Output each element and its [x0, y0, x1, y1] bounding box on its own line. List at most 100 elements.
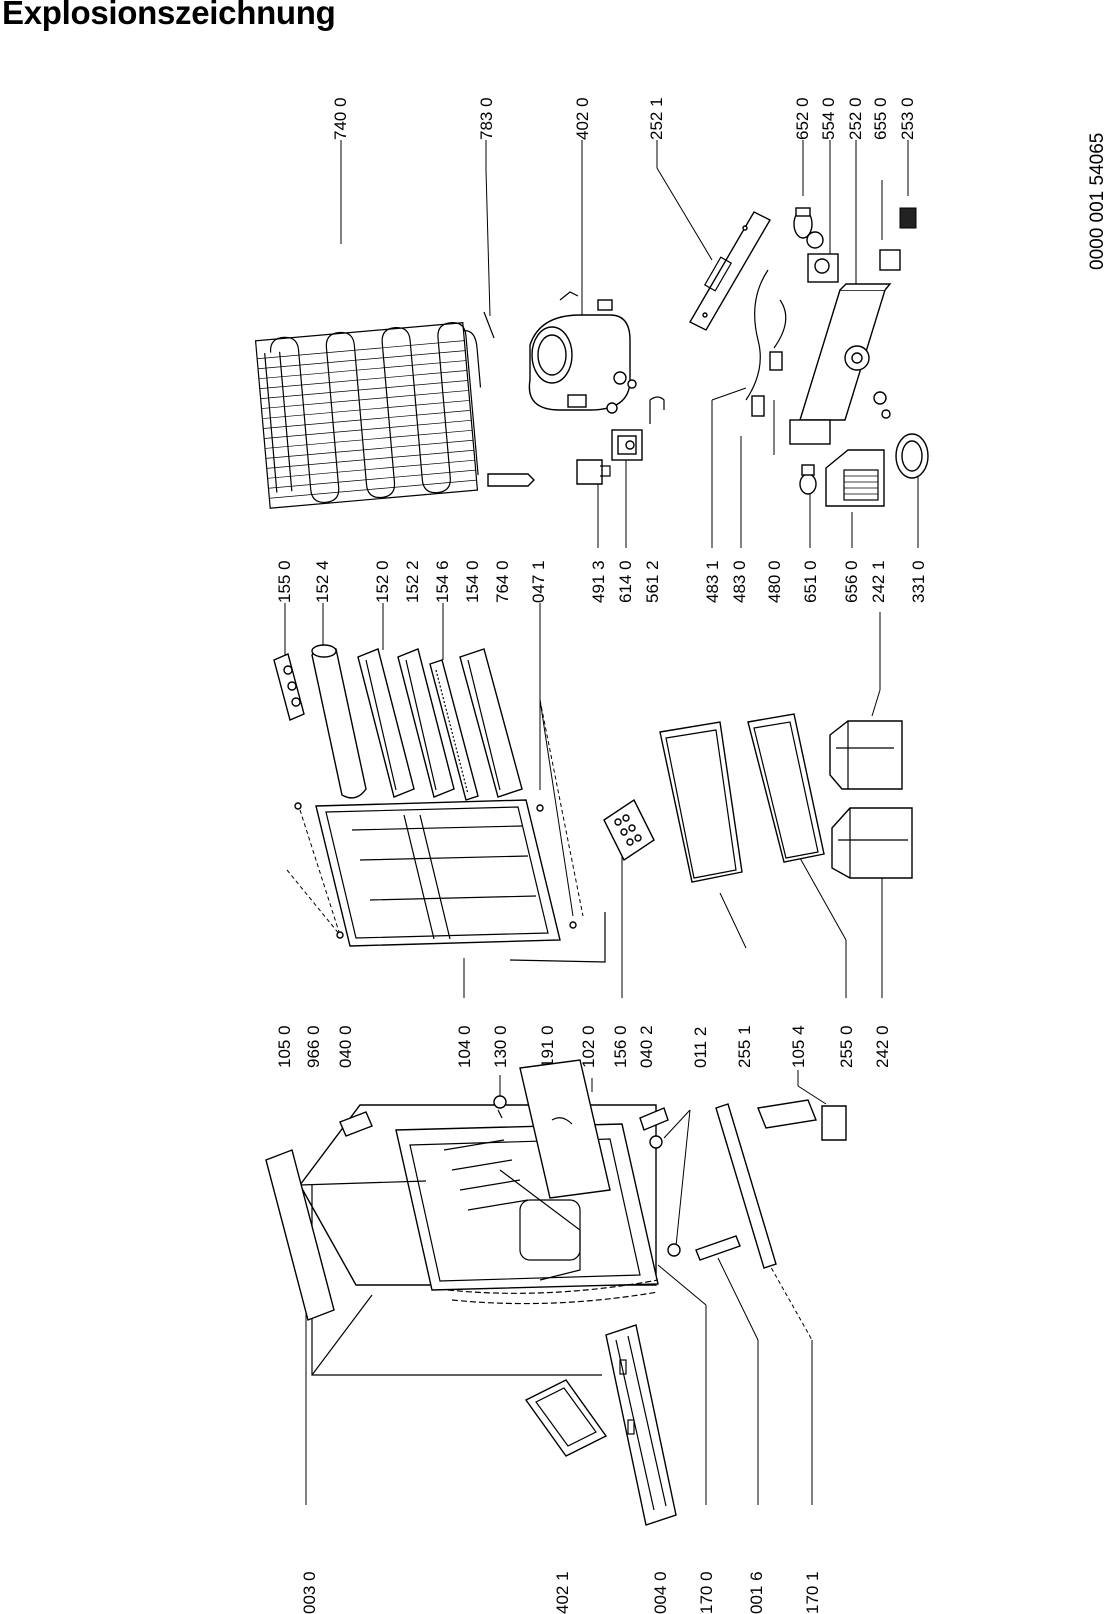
part-number-label: 480 0: [765, 560, 784, 603]
door-shelf: [357, 648, 415, 798]
hinge: [339, 1111, 373, 1137]
switch-part: [879, 249, 901, 271]
part-number-label: 152 2: [403, 560, 422, 603]
document-number: 0000 001 54065: [1087, 133, 1108, 270]
part-number-label: 252 1: [647, 97, 666, 140]
cabinet-body: [299, 1104, 659, 1376]
door-shelf: [459, 648, 523, 798]
page-title: Explosionszeichnung: [2, 0, 336, 31]
hinge: [639, 1107, 669, 1131]
relay-cover: [576, 459, 611, 485]
part-number-label: 255 0: [837, 1025, 856, 1068]
compressor: [528, 291, 665, 424]
lamp-cover: [825, 449, 885, 507]
screw: [569, 921, 577, 929]
part-number-label: 652 0: [793, 97, 812, 140]
bottle-shelf: [311, 644, 367, 799]
shelf-rail: [429, 659, 479, 801]
part-number-label: 105 0: [275, 1025, 294, 1068]
light-bulb: [799, 464, 817, 495]
part-number-label: 102 0: [579, 1025, 598, 1068]
part-number-label: 001 6: [747, 1571, 766, 1614]
part-number-label: 155 0: [275, 560, 294, 603]
door-gasket: [509, 912, 606, 963]
wiring-harness: [745, 269, 787, 417]
part-number-label: 154 6: [433, 560, 452, 603]
part-number-label: 764 0: [493, 560, 512, 603]
hinge-bracket: [757, 1099, 847, 1141]
cabinet-seal: [447, 1279, 659, 1294]
nut: [873, 391, 887, 405]
part-number-label: 252 0: [846, 97, 865, 140]
part-number-label: 331 0: [909, 560, 928, 603]
cover-plate: [689, 211, 771, 331]
part-number-label: 040 0: [336, 1025, 355, 1068]
part-number-label: 003 0: [300, 1571, 319, 1614]
adjustable-foot: [649, 1135, 663, 1149]
glass-shelf: [747, 713, 825, 863]
part-number-label: 130 0: [491, 1025, 510, 1068]
door-shelf: [397, 648, 455, 798]
lower-hinge: [695, 1235, 741, 1261]
screw: [536, 804, 544, 812]
leader-lines: [284, 140, 919, 1505]
small-clip: [493, 1095, 507, 1119]
part-number-label: 561 2: [643, 560, 662, 603]
part-number-label: 783 0: [477, 97, 496, 140]
base-rail: [605, 1324, 677, 1526]
part-number-label: 004 0: [651, 1571, 670, 1614]
part-number-label: 242 0: [873, 1025, 892, 1068]
part-number-label: 402 1: [553, 1571, 572, 1614]
part-number-label: 047 1: [529, 560, 548, 603]
ice-cube-tray: [603, 798, 655, 862]
crisper-drawer: [829, 720, 903, 790]
part-number-label: 191 0: [538, 1025, 557, 1068]
screw: [336, 931, 344, 939]
ventilation-grille: [524, 1379, 608, 1457]
part-number-label: 402 0: [573, 97, 592, 140]
capillary-tube: [483, 311, 495, 339]
part-number-label: 483 1: [703, 560, 722, 603]
part-number-label: 651 0: [801, 560, 820, 603]
trim-strip: [715, 1103, 777, 1269]
part-number-label: 104 0: [455, 1025, 474, 1068]
freezer-flap: [519, 1059, 611, 1199]
glass-shelf: [659, 721, 743, 883]
part-number-label: 170 1: [803, 1571, 822, 1614]
part-number-label: 011 2: [691, 1027, 710, 1068]
part-number-label: 966 0: [304, 1025, 323, 1068]
egg-tray: [273, 653, 305, 721]
part-number-label: 255 1: [735, 1025, 754, 1068]
part-number-label: 170 0: [697, 1571, 716, 1614]
part-number-label: 740 0: [331, 97, 350, 140]
part-number-label: 656 0: [842, 560, 861, 603]
filter-drier: [487, 473, 535, 487]
adjustable-foot: [667, 1243, 681, 1257]
thermostat-housing: [789, 283, 892, 445]
part-number-label: 154 0: [463, 560, 482, 603]
part-number-label: 491 3: [589, 560, 608, 603]
part-number-label: 242 1: [869, 560, 888, 603]
part-number-label: 152 4: [313, 560, 332, 603]
screw: [294, 802, 302, 810]
part-number-label: 655 0: [871, 97, 890, 140]
part-number-label: 483 0: [730, 560, 749, 603]
part-number-label: 614 0: [616, 560, 635, 603]
seal-ring: [895, 433, 929, 479]
thermostat-knob: [806, 231, 839, 283]
door: [315, 799, 561, 947]
crisper-drawer: [831, 807, 913, 879]
part-number-label: 156 0: [611, 1025, 630, 1068]
top-plate: [265, 1149, 335, 1321]
nut: [881, 409, 891, 419]
part-number-label: 105 4: [789, 1025, 808, 1068]
part-number-label: 253 0: [898, 97, 917, 140]
lamp-bulb: [793, 207, 813, 239]
door-switch: [899, 207, 917, 229]
part-number-label: 554 0: [819, 97, 838, 140]
part-number-label: 040 2: [637, 1025, 656, 1068]
part-number-label: 152 0: [373, 560, 392, 603]
start-relay: [611, 429, 643, 461]
condenser-coil: [254, 322, 482, 509]
